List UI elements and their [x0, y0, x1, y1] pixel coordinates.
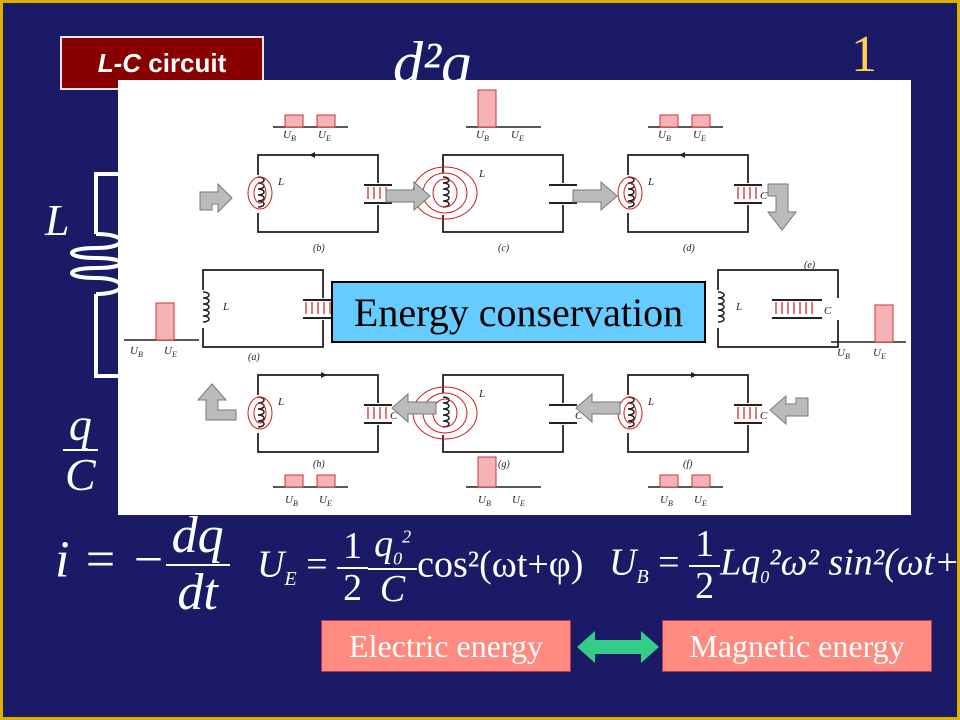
svg-text:UE: UE [164, 345, 177, 359]
title-lc: L-C [97, 47, 142, 78]
arrow-bottom-3 [575, 392, 621, 424]
ue-label-b: UE [318, 129, 331, 143]
svg-text:UE: UE [694, 494, 707, 508]
arrow-top-4 [766, 183, 798, 231]
svg-text:UE: UE [319, 494, 332, 508]
bar-chart-e: UB UE [831, 304, 906, 361]
circuit-a: L C (a) [193, 269, 353, 363]
double-arrow-icon [577, 631, 659, 663]
svg-text:C: C [824, 305, 832, 317]
ue-label-d: UE [693, 129, 706, 143]
circuit-g: L C (g) [412, 374, 583, 470]
arrow-top-3 [572, 180, 618, 212]
label-d: (d) [683, 243, 695, 254]
arrow-bottom-1 [196, 383, 237, 421]
bar-chart-f: UB UE [648, 474, 723, 508]
svg-text:UB: UB [130, 345, 143, 359]
circuit-c: L C (c) [412, 154, 583, 254]
svg-text:L: L [222, 301, 229, 313]
electric-energy-label: Electric energy [321, 620, 571, 672]
top-equation-right: 1 [851, 26, 877, 83]
lc-oscillation-diagram: UB UE UB UE UB UE L C (b) [118, 80, 911, 515]
bar-chart-b [273, 114, 348, 128]
svg-text:C: C [760, 410, 768, 422]
circuit-e: L C (e) [708, 260, 848, 348]
label-c: (c) [498, 243, 510, 254]
ue-label-c: UE [511, 129, 524, 143]
circuit-f: L C (f) [617, 372, 768, 470]
svg-text:UB: UB [660, 494, 673, 508]
arrow-bottom-2 [391, 392, 437, 424]
ub-label-c: UB [476, 129, 489, 143]
circuit-b: L C (b) [247, 152, 398, 254]
inductor-label: L [45, 196, 70, 245]
svg-text:UB: UB [285, 494, 298, 508]
svg-text:L: L [647, 396, 654, 408]
svg-text:UE: UE [512, 494, 525, 508]
diagram-svg: UB UE UB UE UB UE L C (b) [124, 89, 906, 508]
svg-text:L: L [277, 396, 284, 408]
label-e: (e) [804, 260, 816, 271]
svg-text:L: L [478, 168, 485, 180]
magnetic-energy-label: Magnetic energy [662, 620, 932, 672]
label-g: (g) [498, 459, 510, 470]
svg-text:L: L [478, 388, 485, 400]
bar-chart-d [648, 114, 723, 128]
circuit-h: L C (h) [247, 372, 398, 470]
svg-text:L: L [277, 176, 284, 188]
bar-chart-a: UB UE [124, 302, 199, 359]
svg-text:UE: UE [873, 347, 886, 361]
bar-chart-h: UB UE [273, 474, 348, 508]
svg-text:C: C [760, 190, 768, 202]
ub-label-d: UB [658, 129, 671, 143]
label-b: (b) [313, 243, 325, 254]
svg-text:UB: UB [837, 347, 850, 361]
energy-conservation-banner: Energy conservation [331, 281, 706, 343]
svg-text:L: L [735, 301, 742, 313]
arrow-bottom-4 [769, 394, 809, 426]
arrow-top-1 [199, 182, 233, 214]
label-a: (a) [248, 352, 260, 363]
svg-text:C: C [390, 410, 398, 422]
circuit-d: L C (d) [617, 152, 768, 254]
svg-text:L: L [647, 176, 654, 188]
svg-text:C: C [575, 410, 583, 422]
svg-text:UB: UB [478, 494, 491, 508]
ub-label-b: UB [283, 129, 296, 143]
arrow-top-2 [385, 180, 431, 212]
bar-chart-c [466, 89, 541, 128]
label-f: (f) [683, 459, 693, 470]
label-h: (h) [313, 459, 325, 470]
title-rest: circuit [141, 47, 227, 78]
